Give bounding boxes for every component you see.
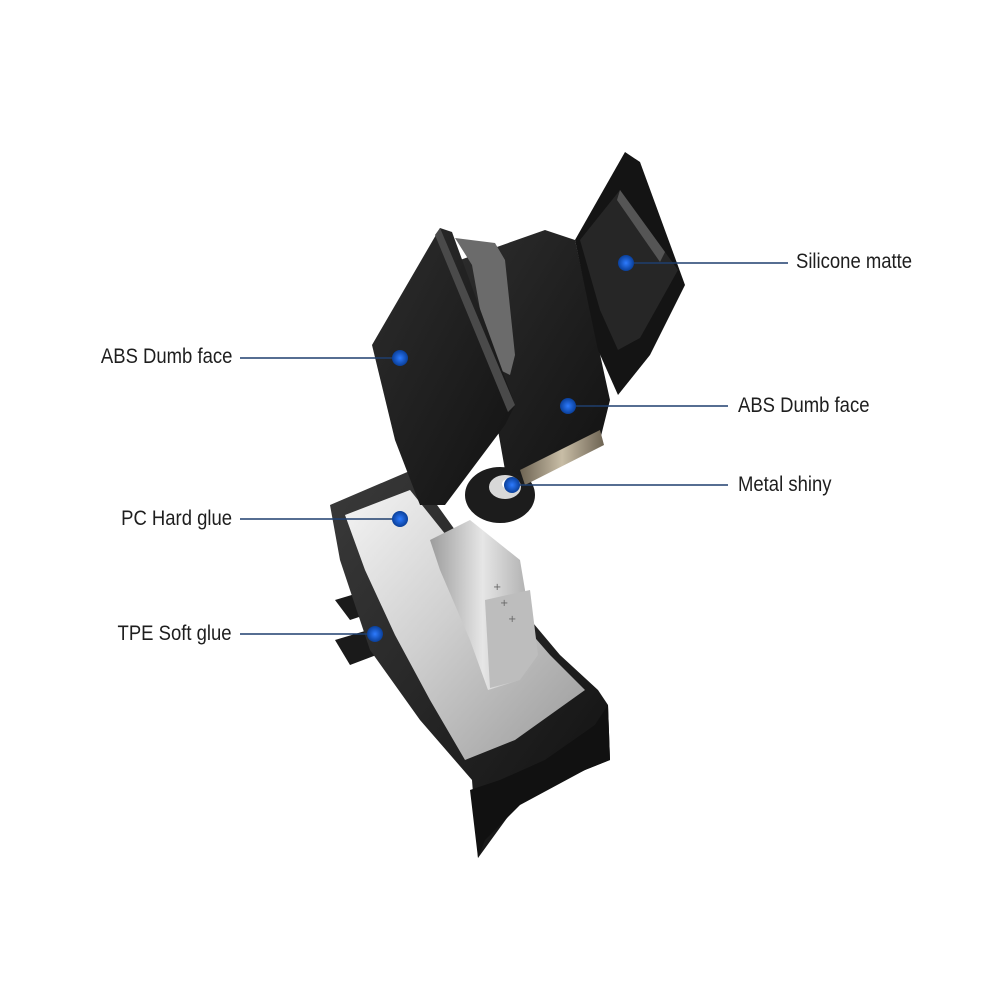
label-silicone-matte: Silicone matte: [796, 250, 913, 273]
callout-dots: [367, 255, 634, 642]
callout-dot: [504, 477, 520, 493]
metal-slide: + + +: [430, 520, 538, 690]
callout-dot: [618, 255, 634, 271]
svg-text:+: +: [493, 582, 501, 593]
clip-lip: [470, 705, 610, 858]
callout-dot: [392, 511, 408, 527]
label-metal-shiny: Metal shiny: [738, 473, 832, 496]
svg-text:+: +: [500, 598, 508, 609]
left-grip-arm: [372, 228, 515, 505]
label-tpe-soft-glue: TPE Soft glue: [117, 622, 232, 645]
callout-dot: [560, 398, 576, 414]
gold-strip: [520, 430, 604, 485]
left-arm-face: [372, 228, 515, 505]
callout-dot: [367, 626, 383, 642]
callout-lines: [240, 262, 788, 635]
label-pc-hard-glue: PC Hard glue: [121, 507, 232, 530]
right-grip-arm: [575, 152, 685, 395]
callout-dot: [392, 350, 408, 366]
svg-text:+: +: [508, 614, 516, 625]
label-abs-dumb-face-right: ABS Dumb face: [738, 394, 870, 417]
label-abs-dumb-face-left: ABS Dumb face: [100, 345, 232, 368]
